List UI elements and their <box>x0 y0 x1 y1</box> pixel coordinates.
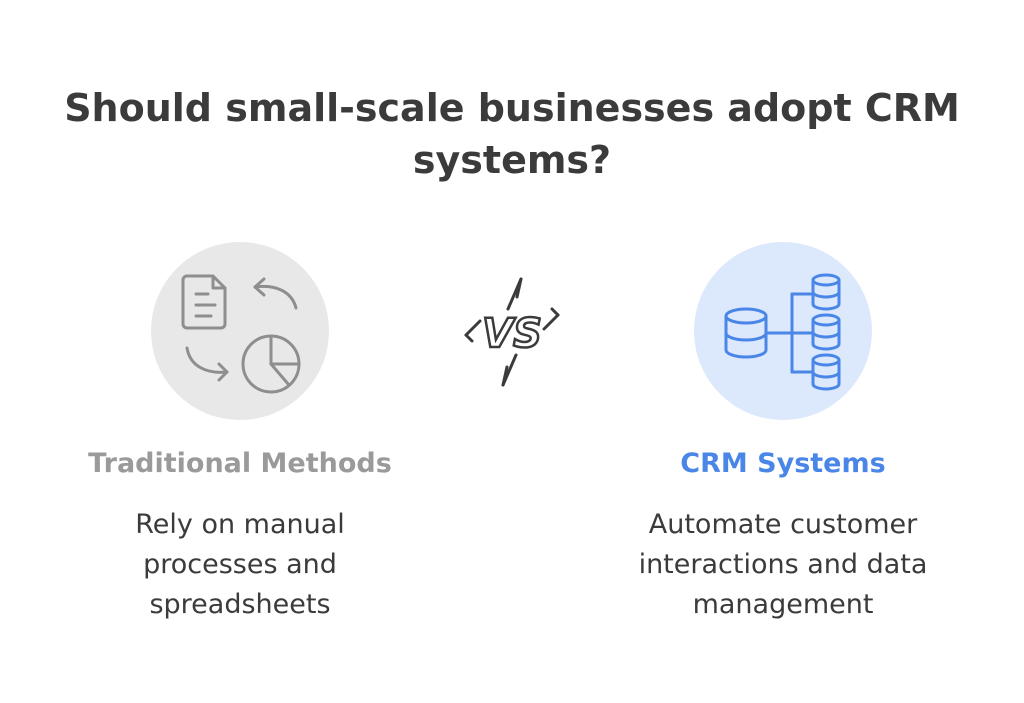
vs-lightning-icon: VS <box>464 277 560 387</box>
page-title: Should small-scale businesses adopt CRM … <box>0 82 1024 186</box>
title-line-1: Should small-scale businesses adopt CRM <box>64 86 960 130</box>
vs-label: VS <box>482 311 542 357</box>
database-hierarchy-icon <box>724 273 841 391</box>
document-cycle-pie-chart-icon <box>181 274 301 394</box>
traditional-methods-description: Rely on manual processes and spreadsheet… <box>135 509 345 620</box>
crm-systems-description: Automate customer interactions and data … <box>638 509 928 620</box>
traditional-methods-circle <box>151 242 329 420</box>
crm-systems-circle <box>694 242 872 420</box>
traditional-methods-heading: Traditional Methods <box>88 448 392 479</box>
crm-systems-heading: CRM Systems <box>680 448 886 479</box>
title-line-2: systems? <box>412 138 612 182</box>
